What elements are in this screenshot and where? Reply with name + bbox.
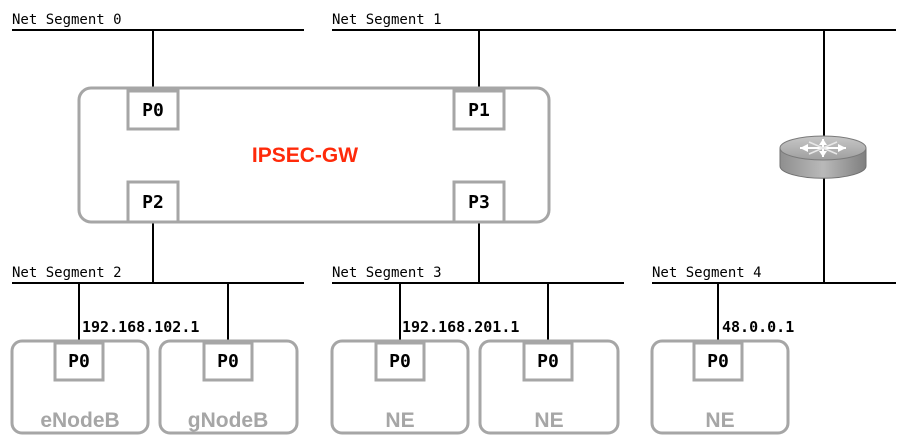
device-enodeb: P0 eNodeB — [10, 339, 150, 435]
device-enodeb-box — [10, 339, 150, 435]
gateway-port-p3-label: P3 — [468, 192, 490, 213]
ip-label-segment-4: 48.0.0.1 — [722, 318, 794, 336]
net-segment-3-label: Net Segment 3 — [332, 265, 442, 281]
device-gnodeb-port-label: P0 — [217, 351, 239, 372]
ip-label-segment-3: 192.168.201.1 — [402, 318, 519, 336]
net-segment-4-label: Net Segment 4 — [652, 265, 762, 281]
device-ne-3-port — [692, 341, 744, 382]
device-ne-3-port-label: P0 — [707, 351, 729, 372]
device-enodeb-port-label: P0 — [68, 351, 90, 372]
device-ne-1: P0 NE — [330, 339, 470, 435]
device-gnodeb-box — [158, 339, 299, 435]
device-ne-3: P0 NE — [650, 339, 790, 435]
device-ne-2-box — [478, 339, 620, 435]
device-ne-1-box — [330, 339, 470, 435]
gateway-title: IPSEC-GW — [252, 144, 358, 167]
net-segment-0-label: Net Segment 0 — [12, 12, 122, 28]
ip-label-segment-2: 192.168.102.1 — [82, 318, 199, 336]
ipsec-gateway-box — [77, 86, 551, 224]
gateway-port-p1-label: P1 — [468, 100, 490, 121]
net-segment-1-label: Net Segment 1 — [332, 12, 442, 28]
device-ne-1-port-label: P0 — [389, 351, 411, 372]
net-segment-2-label: Net Segment 2 — [12, 265, 122, 281]
gateway-port-p1 — [452, 89, 506, 131]
gateway-port-p2-label: P2 — [142, 192, 164, 213]
device-gnodeb-label: gNodeB — [188, 409, 269, 432]
device-ne-1-port — [374, 341, 426, 382]
device-gnodeb: P0 gNodeB — [158, 339, 299, 435]
device-enodeb-port — [53, 341, 105, 382]
device-ne-2-port-label: P0 — [537, 351, 559, 372]
gateway-port-p0 — [126, 89, 180, 131]
gateway-port-p3 — [452, 180, 506, 224]
device-ne-2-label: NE — [534, 409, 563, 432]
gateway-port-p0-label: P0 — [142, 100, 164, 121]
device-ne-2-port — [522, 341, 574, 382]
device-ne-3-label: NE — [705, 409, 734, 432]
device-ne-2: P0 NE — [478, 339, 620, 435]
router-icon — [779, 135, 867, 179]
device-ne-3-box — [650, 339, 790, 435]
gateway-port-p2 — [126, 180, 180, 224]
device-enodeb-label: eNodeB — [40, 409, 119, 432]
device-gnodeb-port — [202, 341, 254, 382]
device-ne-1-label: NE — [385, 409, 414, 432]
